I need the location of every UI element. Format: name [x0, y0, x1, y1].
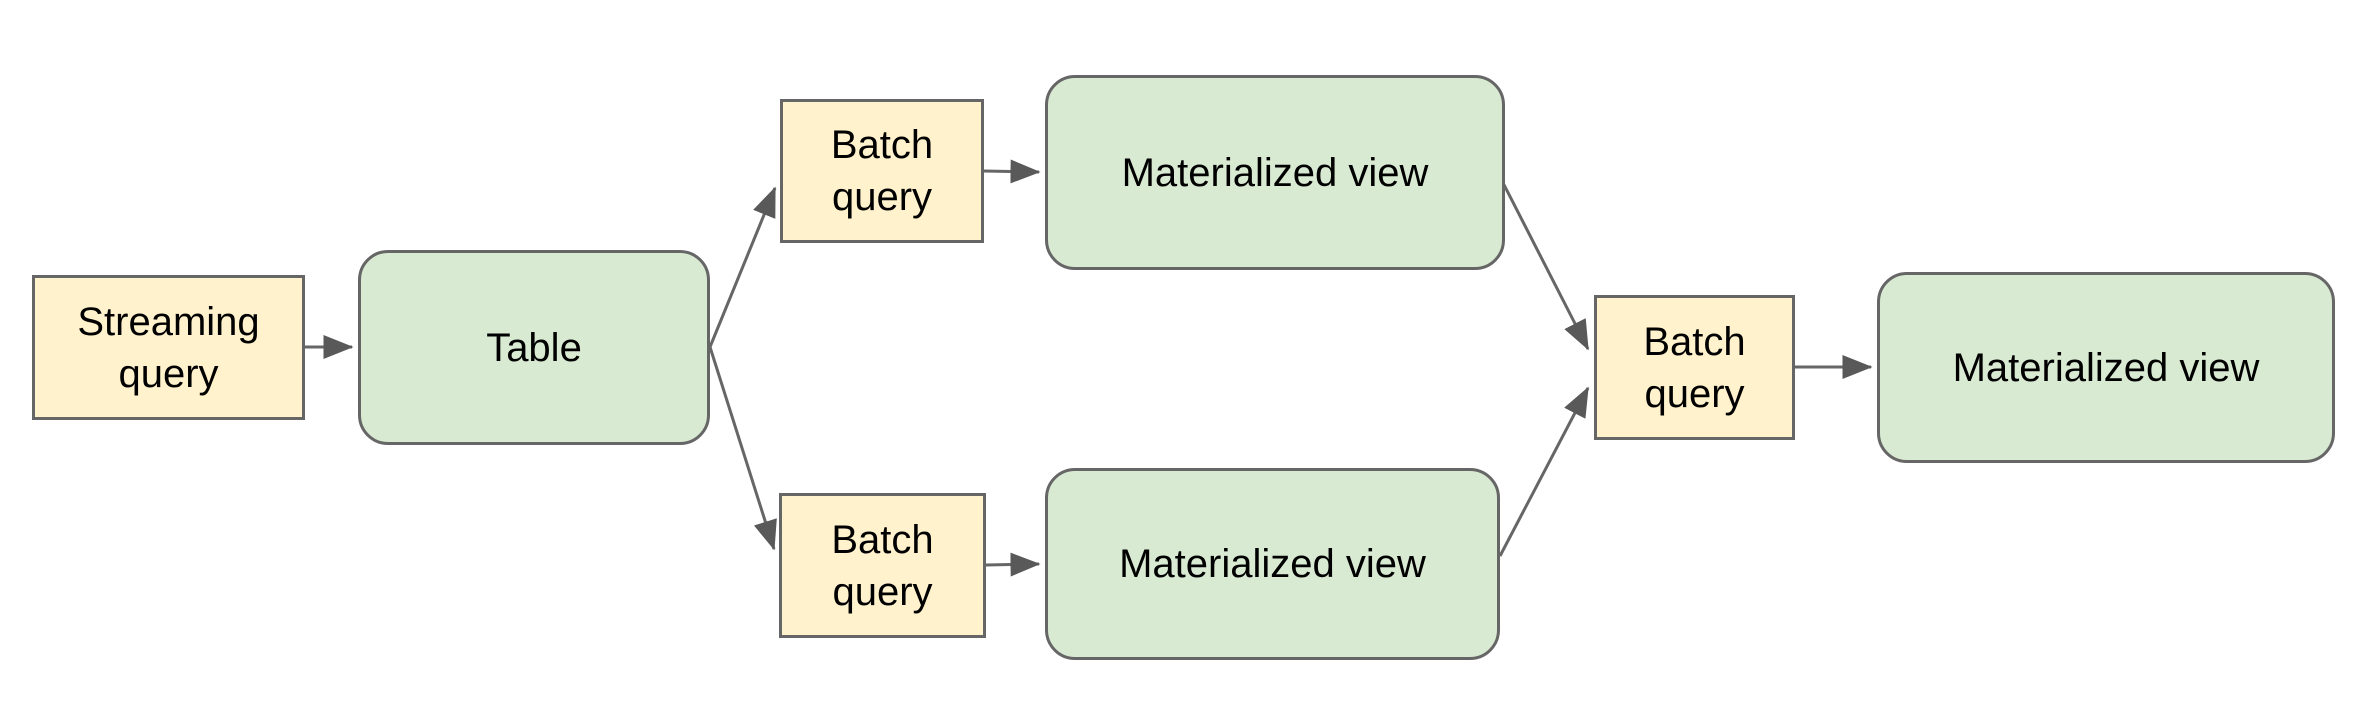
node-batch-query-right-label: Batch query [1643, 319, 1746, 416]
node-streaming-query: Streaming query [32, 275, 305, 420]
edge-mv-top-to-batch-right [1496, 172, 1590, 351]
node-batch-query-bottom: Batch query [779, 493, 986, 638]
edge-batch-bottom-to-mv-bottom [985, 552, 1041, 577]
node-batch-query-top: Batch query [780, 99, 984, 243]
node-materialized-view-final-label: Materialized view [1952, 345, 2260, 390]
node-materialized-view-final: Materialized view [1877, 272, 2335, 463]
node-materialized-view-top-label: Materialized view [1121, 150, 1429, 195]
edge-batch-top-to-mv-top [983, 159, 1041, 184]
node-materialized-view-top: Materialized view [1045, 75, 1505, 270]
node-batch-query-right: Batch query [1594, 295, 1795, 440]
edge-table-to-batch-bottom [708, 346, 777, 551]
node-table-label: Table [486, 325, 582, 370]
node-table: Table [358, 250, 710, 445]
node-materialized-view-bottom-label: Materialized view [1119, 542, 1426, 586]
node-batch-query-top-label: Batch query [830, 123, 934, 219]
node-batch-query-bottom-label: Batch query [831, 517, 934, 614]
node-materialized-view-bottom: Materialized view [1045, 468, 1500, 660]
edge-table-to-batch-top [708, 186, 777, 348]
node-streaming-query-label: Streaming query [77, 299, 260, 396]
edge-mv-bottom-to-batch-right [1498, 386, 1590, 557]
